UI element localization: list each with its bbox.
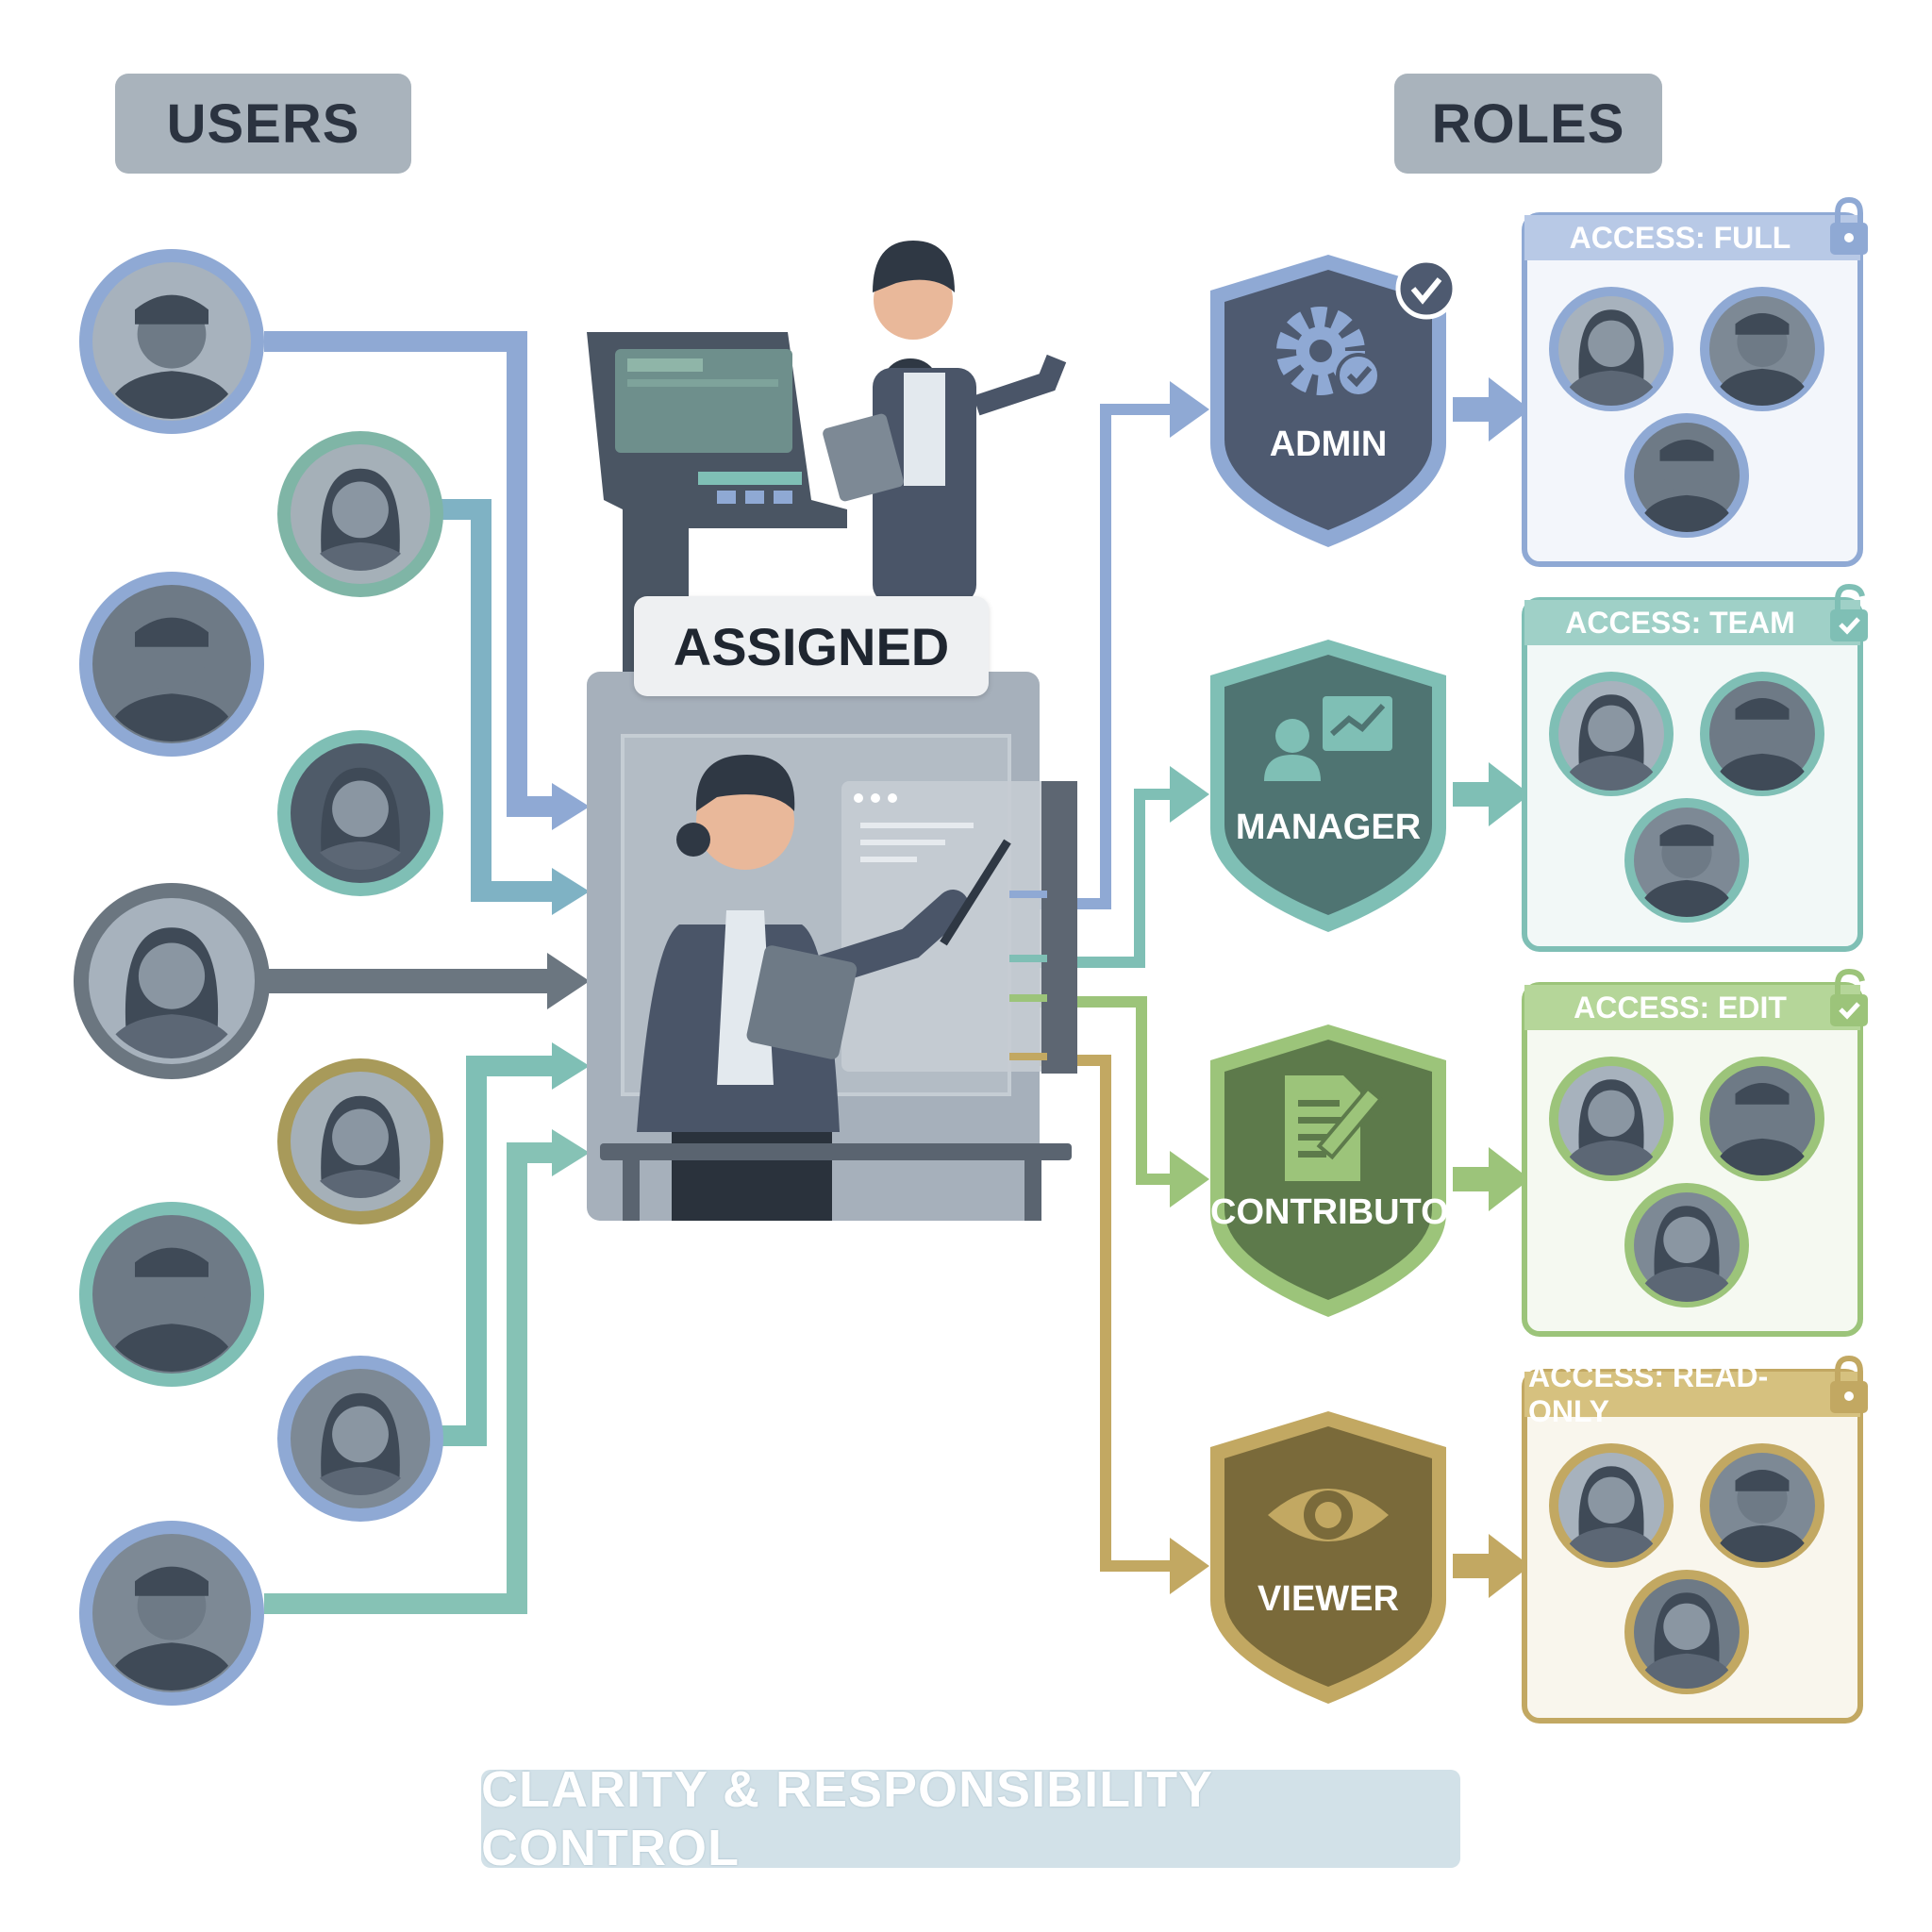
arrowhead-admin xyxy=(1170,381,1209,438)
arrowhead-1 xyxy=(552,783,590,830)
arrow-manager-panel xyxy=(1489,762,1530,826)
roles-header: ROLES xyxy=(1394,74,1662,174)
user-avatar-1 xyxy=(79,249,264,434)
footer-banner: CLARITY & RESPONSIBILITY CONTROL xyxy=(481,1761,1460,1876)
arrow-contributor-panel xyxy=(1489,1147,1530,1211)
users-header: USERS xyxy=(115,74,411,174)
arrowhead-contributor xyxy=(1170,1151,1209,1208)
user-avatars xyxy=(74,249,443,1706)
user-avatar-3 xyxy=(79,572,264,757)
arrowhead-3 xyxy=(547,953,590,1009)
arrowhead-viewer xyxy=(1170,1538,1209,1594)
role-label-contributor: CONTRIBUTOR xyxy=(1210,1192,1475,1232)
user-connectors xyxy=(264,331,590,1614)
document-pencil-icon xyxy=(1285,1075,1384,1181)
unlock-check-icon xyxy=(1830,583,1868,641)
unlock-check-icon xyxy=(1830,968,1868,1026)
assignment-station xyxy=(587,241,1077,1221)
arrow-viewer-panel xyxy=(1489,1534,1530,1598)
arrowhead-manager xyxy=(1170,766,1209,823)
arrow-admin-panel xyxy=(1489,377,1530,441)
role-label-manager: MANAGER xyxy=(1235,808,1422,847)
arrowhead-4 xyxy=(552,1042,590,1090)
connector-user-1 xyxy=(264,331,557,817)
connector-user-2 xyxy=(429,499,557,902)
connector-user-4 xyxy=(439,1056,557,1446)
contributor-shield xyxy=(1210,1024,1446,1317)
user-avatar-7 xyxy=(79,1202,264,1387)
access-label-viewer: ACCESS: READ-ONLY xyxy=(1528,1359,1769,1428)
lock-icon xyxy=(1830,196,1868,255)
role-connectors xyxy=(1009,377,1530,1598)
access-label-manager: ACCESS: TEAM xyxy=(1565,605,1795,640)
verified-badge-icon xyxy=(1395,258,1457,320)
user-avatar-9 xyxy=(79,1521,264,1706)
gear-check-icon xyxy=(1276,307,1381,398)
chart-presenter-icon xyxy=(1264,696,1392,781)
eye-icon xyxy=(1268,1489,1389,1541)
user-avatar-6 xyxy=(277,1058,443,1224)
viewer-shield xyxy=(1210,1411,1446,1704)
connector-user-5 xyxy=(264,1142,557,1614)
admin-shield xyxy=(1210,255,1457,547)
role-label-viewer: VIEWER xyxy=(1257,1579,1399,1619)
user-avatar-4 xyxy=(277,730,443,896)
role-shields xyxy=(1210,255,1457,1704)
access-label-contributor: ACCESS: EDIT xyxy=(1574,990,1787,1024)
main-presenter xyxy=(637,755,1011,1221)
lock-icon xyxy=(1830,1355,1868,1413)
assigned-label: ASSIGNED xyxy=(634,596,989,696)
manager-shield xyxy=(1210,640,1446,932)
panel-avatars xyxy=(1549,287,1824,1694)
arrowhead-2 xyxy=(552,868,590,915)
desk xyxy=(600,1143,1072,1160)
user-avatar-8 xyxy=(277,1356,443,1522)
arrowhead-5 xyxy=(552,1129,590,1176)
access-label-admin: ACCESS: FULL xyxy=(1569,220,1791,255)
access-panels xyxy=(1522,196,1868,1724)
status-strip xyxy=(1041,781,1077,1074)
role-label-admin: ADMIN xyxy=(1269,425,1388,464)
user-avatar-5 xyxy=(74,883,270,1079)
user-avatar-2 xyxy=(277,431,443,597)
